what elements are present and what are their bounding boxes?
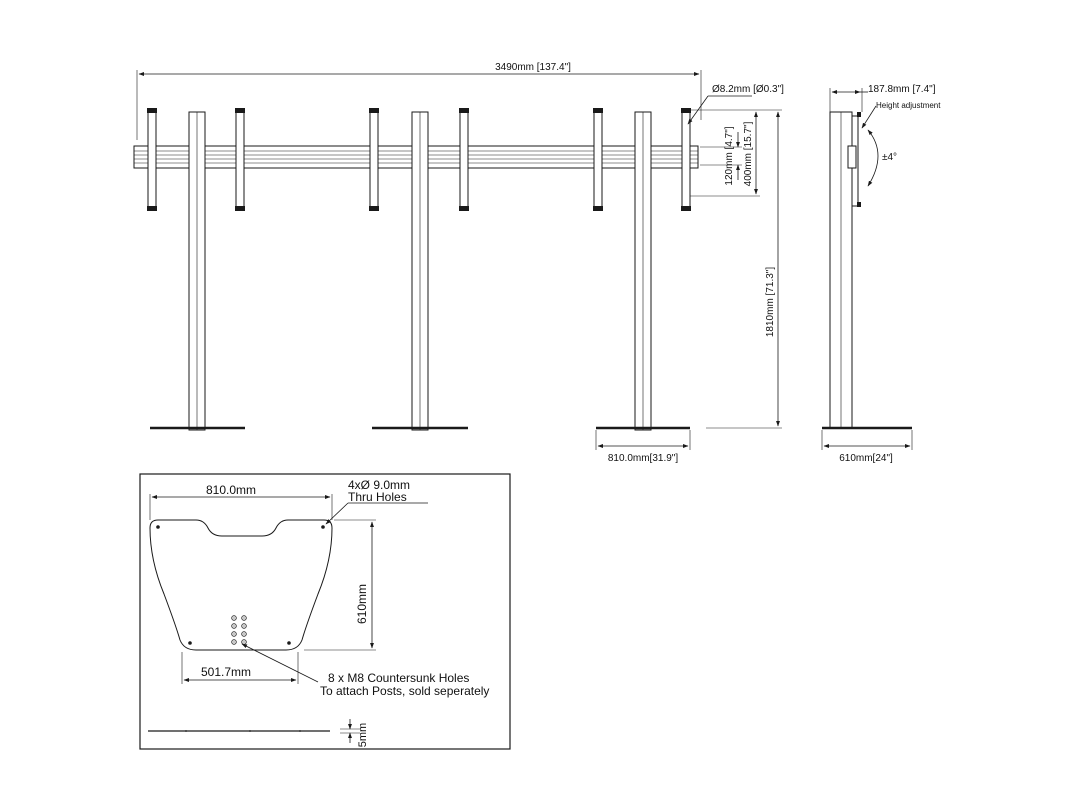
post-left xyxy=(150,111,245,431)
bracket xyxy=(681,108,691,211)
thru-hole xyxy=(188,641,192,645)
thru-hole xyxy=(321,525,325,529)
thickness-label: 5mm xyxy=(357,723,369,747)
plate-width-label: 810.0mm xyxy=(206,483,256,497)
detail-frame xyxy=(139,473,511,750)
height-adjustment-leader xyxy=(861,105,877,129)
bracket xyxy=(147,108,157,211)
front-view: 3490mm [137.4"] xyxy=(133,62,784,464)
bracket xyxy=(593,108,603,211)
base-plate-detail: 810.0mm 4xØ 9.0mm Thru Holes 610mm xyxy=(139,473,511,750)
thru-holes-label-line2: Thru Holes xyxy=(348,490,407,504)
tilt-arc xyxy=(867,129,879,187)
post-center xyxy=(372,111,468,431)
side-post xyxy=(822,111,912,430)
display-brackets xyxy=(147,108,691,211)
side-view: 187.8mm [7.4"] Height adjustment ±4° 610… xyxy=(821,84,941,464)
bolt-diameter-label: Ø8.2mm [Ø0.3"] xyxy=(712,84,784,95)
countersunk-leader xyxy=(241,643,319,683)
bracket xyxy=(369,108,379,211)
thru-hole xyxy=(156,525,160,529)
depth-label: 187.8mm [7.4"] xyxy=(868,84,936,95)
bracket xyxy=(235,108,245,211)
height-adjustment-label: Height adjustment xyxy=(876,101,941,110)
thru-hole xyxy=(287,641,291,645)
tilt-label: ±4° xyxy=(882,152,897,163)
base-width-label: 810.0mm[31.9"] xyxy=(608,453,678,464)
inner-width-label: 501.7mm xyxy=(201,665,251,679)
thru-holes-leader xyxy=(325,502,349,525)
thru-holes-label-line1: 4xØ 9.0mm xyxy=(348,478,410,492)
overall-width-label: 3490mm [137.4"] xyxy=(495,62,571,73)
countersunk-label-line1: 8 x M8 Countersunk Holes xyxy=(328,671,469,685)
rail-height-label: 120mm [4.7"] xyxy=(724,126,735,185)
base-depth-label: 610mm[24"] xyxy=(839,453,893,464)
countersunk-label-line2: To attach Posts, sold seperately xyxy=(320,684,489,698)
base-plate-outline xyxy=(149,519,333,651)
plate-depth-label: 610mm xyxy=(355,584,369,624)
bracket-height-label: 400mm [15.7"] xyxy=(743,121,754,186)
total-height-label: 1810mm [71.3"] xyxy=(765,267,776,337)
bracket xyxy=(459,108,469,211)
post-right xyxy=(596,111,690,431)
